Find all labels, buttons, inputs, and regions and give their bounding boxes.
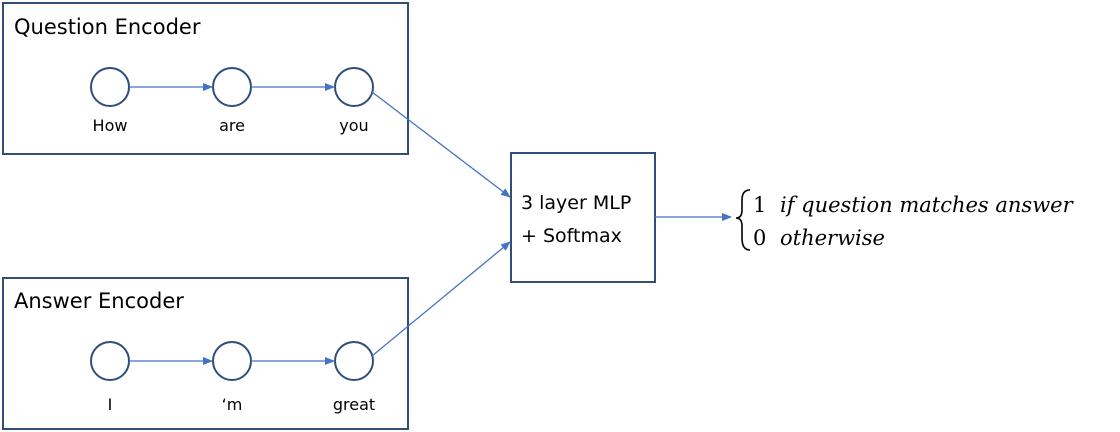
mlp-label-line1: 3 layer MLP [521,192,631,214]
question-to-mlp-arrow [371,91,511,198]
question-encoder-title: Question Encoder [14,15,201,39]
answer-node-2 [212,341,252,381]
curly-brace-icon [735,189,751,251]
answer-token-2: ‘m [222,395,243,414]
mlp-box [510,152,656,283]
output-case1-condition: if question matches answer [780,193,1075,217]
question-token-3: you [339,116,368,135]
answer-encoder-box [2,277,409,430]
answer-token-3: great [333,395,375,414]
question-node-3 [334,67,374,107]
answer-encoder: Answer Encoder I ‘m great [2,277,409,430]
output-case2-condition: otherwise [780,226,885,250]
answer-node-1 [90,341,130,381]
answer-token-1: I [108,395,113,414]
question-token-1: How [93,116,128,135]
question-node-1 [90,67,130,107]
mlp-block: 3 layer MLP + Softmax [510,152,656,283]
output-cases: 1 if question matches answer 0 otherwise [735,189,1075,251]
answer-node-3 [334,341,374,381]
output-case2-value: 0 [753,226,766,250]
output-case1-value: 1 [753,193,766,217]
answer-to-mlp-arrow [371,241,511,357]
question-token-2: are [219,116,245,135]
answer-encoder-title: Answer Encoder [14,289,184,313]
question-encoder-box [2,2,409,155]
mlp-label-line2: + Softmax [521,225,622,247]
question-encoder: Question Encoder How are you [2,2,409,155]
question-node-2 [212,67,252,107]
